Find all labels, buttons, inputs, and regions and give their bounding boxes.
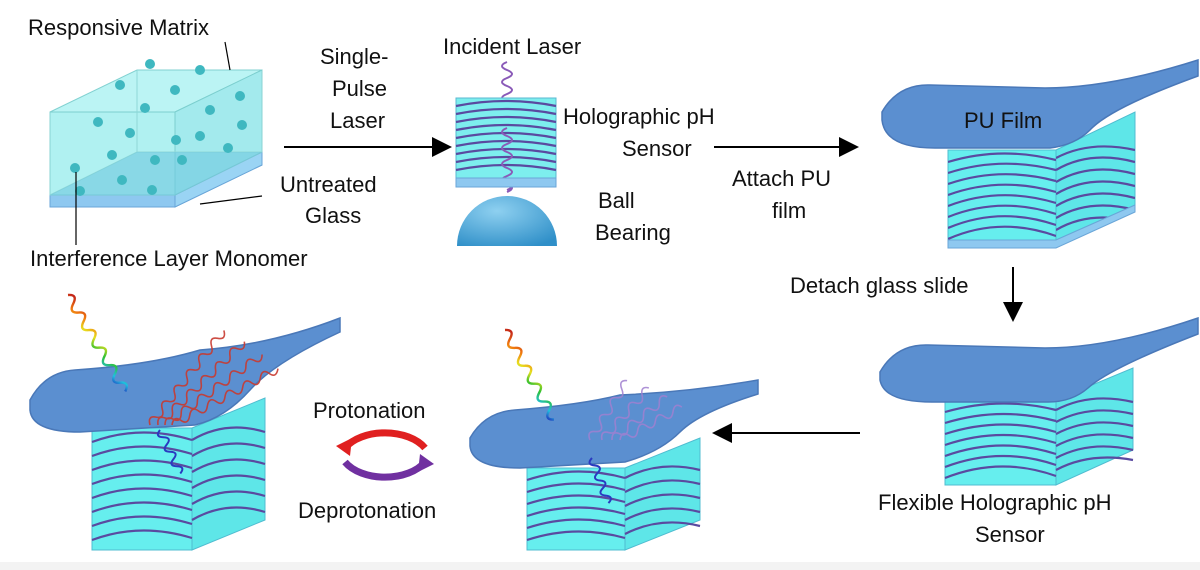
label-incident-laser: Incident Laser <box>443 34 582 59</box>
label-protonation: Protonation <box>313 398 426 423</box>
sensor-with-film <box>881 58 1199 249</box>
label-interference-monomer: Interference Layer Monomer <box>30 246 308 271</box>
label-flexible-sensor: Sensor <box>975 522 1045 547</box>
flexible-sensor <box>879 316 1199 486</box>
label-single: Single- <box>320 44 389 69</box>
fringes-block <box>455 99 557 172</box>
bent-sensor-left <box>29 293 341 551</box>
label-holographic: Holographic pH <box>563 104 715 129</box>
label-sensor: Sensor <box>622 136 692 161</box>
label-glass: Glass <box>305 203 362 228</box>
label-bearing: Bearing <box>595 220 671 245</box>
label-pu-film: PU Film <box>964 108 1043 133</box>
label-untreated: Untreated <box>280 172 377 197</box>
label-attach-pu: Attach PU <box>732 166 832 191</box>
laser-exposure <box>455 61 557 246</box>
label-laser: Laser <box>330 108 386 133</box>
label-flexible: Flexible Holographic pH <box>878 490 1112 515</box>
label-ball: Ball <box>598 188 635 213</box>
bottom-edge <box>0 562 1200 570</box>
label-detach: Detach glass slide <box>790 273 969 298</box>
label-film: film <box>772 198 807 223</box>
monomer-particles <box>70 59 247 196</box>
protonation-cycle <box>336 429 434 481</box>
label-pulse: Pulse <box>332 76 388 101</box>
label-responsive-matrix: Responsive Matrix <box>28 15 209 40</box>
matrix-cube <box>49 41 263 245</box>
bent-sensor-middle <box>469 328 759 551</box>
label-deprotonation: Deprotonation <box>298 498 437 523</box>
